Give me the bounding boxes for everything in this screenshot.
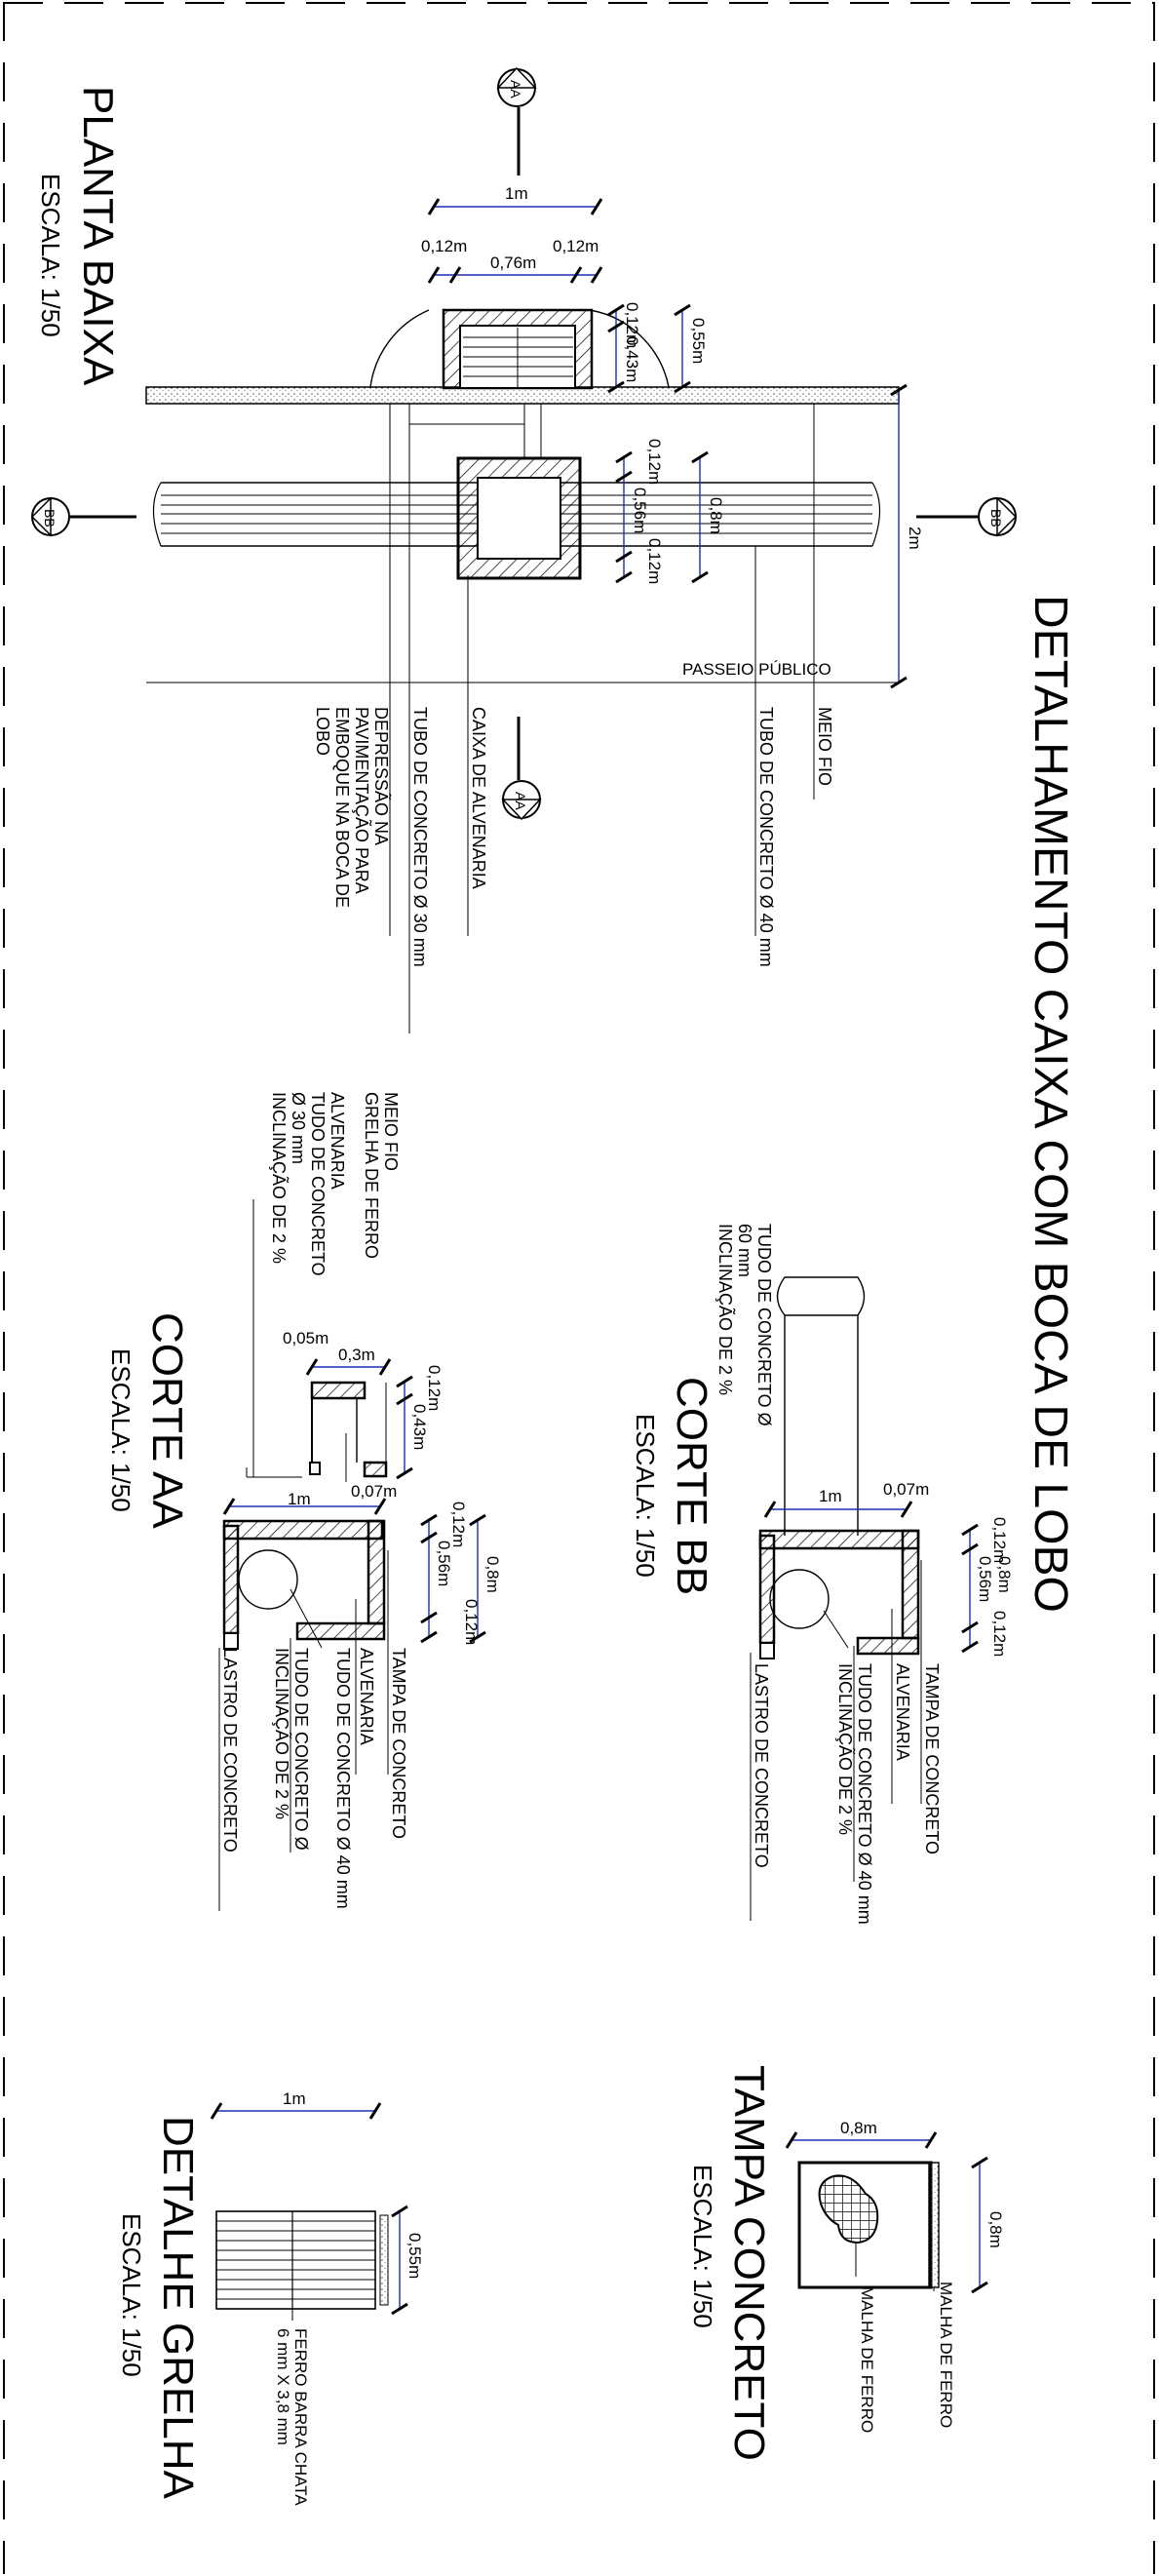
dim-h1: 0,12m: [623, 302, 641, 348]
bb-label-alvenaria: ALVENARIA: [893, 1663, 912, 1761]
grelha-dim-w: 1m: [283, 2089, 306, 2108]
tampa-scale: ESCALA: 1/50: [688, 2165, 717, 2328]
planta-baixa: PLANTA BAIXA ESCALA: 1/50: [30, 66, 1018, 1034]
label-passeio: PASSEIO PÚBLICO: [682, 660, 831, 679]
marker-aa-label-2: AA: [513, 792, 528, 810]
aa-left-5: Ø 30 mm: [289, 1092, 308, 1164]
bb-dim-d1: 0,07m: [883, 1480, 929, 1499]
corte-bb-title: CORTE BB: [668, 1377, 715, 1595]
aa-dim-g8: 0,56m: [435, 1541, 453, 1586]
detalhe-grelha: DETALHE GRELHA ESCALA: 1/50 1m 0,55m FER…: [117, 2089, 424, 2506]
grelha-dim-h: 0,55m: [406, 2233, 424, 2279]
aa-dim-g2: 0,43m: [410, 1404, 429, 1450]
dim-v4: 0,8m: [707, 497, 725, 534]
bb-label-tudo1: TUDO DE CONCRETO Ø 40 mm: [855, 1663, 874, 1925]
sheet-border: [3, 2, 1155, 2574]
bb-label-lastro: LASTRO DE CONCRETO: [752, 1663, 771, 1868]
aa-left-2: GRELHA DE FERRO: [362, 1092, 381, 1259]
tampa-dim-w: 0,8m: [840, 2119, 877, 2137]
aa-label-tudo-a: TUDO DE CONCRETO Ø: [291, 1648, 311, 1851]
corte-bb-scale: ESCALA: 1/50: [631, 1414, 660, 1578]
bb-label-tampa: TAMPA DE CONCRETO: [922, 1663, 942, 1854]
section-marker-bb-right: BB: [916, 496, 1018, 537]
aa-dim-g9: 0,12m: [462, 1599, 481, 1645]
label-depressao-2: PAVIMENTAÇÃO PARA: [352, 707, 372, 894]
aa-label-tudo40: TUDO DE CONCRETO Ø 40 mm: [333, 1648, 353, 1909]
label-tubo30: TUBO DE CONCRETO Ø 30 mm: [410, 707, 430, 967]
aa-left-4: TUDO DE CONCRETO: [308, 1092, 328, 1276]
tampa-concreto: TAMPA CONCRETO ESCALA: 1/50 0,8m 0,8m MA…: [688, 2065, 1005, 2461]
aa-dim-g7: 0,12m: [449, 1502, 468, 1547]
planta-leaders: [146, 404, 897, 1034]
dim-h3: 0,55m: [689, 318, 708, 364]
label-depressao-1: DEPRESSÃO NA: [371, 707, 392, 845]
label-depressao-3: EMBOQUE NA BOCA DE: [332, 707, 352, 908]
main-title: DETALHAMENTO CAIXA COM BOCA DE LOBO: [1024, 595, 1076, 1613]
aa-dim-g6: 1m: [288, 1490, 311, 1508]
aa-dim-g10: 0,8m: [483, 1556, 502, 1593]
dim-w4: 0,12m: [553, 237, 599, 255]
grelha-label-1: FERRO BARRA CHATA: [291, 2328, 310, 2506]
section-marker-aa-top: AA: [496, 66, 537, 176]
label-caixa: CAIXA DE ALVENARIA: [469, 707, 488, 889]
dim-h2: 0,43m: [623, 336, 641, 382]
dim-v3: 0,12m: [645, 538, 664, 584]
tampa-label-malha1: MALHA DE FERRO: [937, 2282, 955, 2428]
planta-dimensions: 1m 0,12m 0,76m 0,12m 0,12m 0,43m 0,55m 0…: [421, 184, 924, 689]
aa-dim-g3: 0,3m: [338, 1346, 375, 1364]
dim-v5: 2m: [906, 527, 924, 550]
aa-dim-g4: 0,05m: [283, 1329, 328, 1347]
bb-label-tudo2: INCLINAÇÃO DE 2 %: [835, 1663, 856, 1835]
aa-label-alvenaria: ALVENARIA: [357, 1648, 376, 1745]
marker-bb-label-2: BB: [988, 509, 1004, 527]
corte-aa-title: CORTE AA: [143, 1312, 191, 1529]
aa-label-tudo-b: INCLINAÇÃO DE 2 %: [272, 1648, 292, 1819]
tampa-label-malha2: MALHA DE FERRO: [858, 2286, 876, 2433]
aa-left-1: MEIO FIO: [381, 1092, 401, 1171]
aa-left-3: ALVENARIA: [328, 1092, 347, 1190]
curb-strip: [145, 386, 900, 405]
marker-aa-label: AA: [508, 80, 523, 98]
planta-title: PLANTA BAIXA: [74, 86, 122, 386]
corte-bb: CORTE BB ESCALA: 1/50 TUDO DE CONCRETO Ø…: [631, 1224, 1014, 1925]
aa-left-6: INCLINAÇÃO DE 2 %: [269, 1092, 290, 1264]
grelha-scale: ESCALA: 1/50: [117, 2213, 146, 2377]
grelha-bars: [216, 2211, 375, 2309]
section-marker-bb-left: BB: [30, 496, 136, 537]
corte-aa: CORTE AA ESCALA: 1/50 MEIO FIO GRELHA DE…: [106, 1092, 502, 1911]
corte-aa-scale: ESCALA: 1/50: [106, 1348, 135, 1512]
bb-tube-1: TUDO DE CONCRETO Ø: [754, 1224, 774, 1426]
masonry-box: [456, 456, 582, 580]
label-tubo40: TUBO DE CONCRETO Ø 40 mm: [756, 707, 776, 967]
grelha-title: DETALHE GRELHA: [154, 2116, 202, 2499]
bb-dim-d2: 1m: [819, 1487, 842, 1505]
planta-scale: ESCALA: 1/50: [36, 174, 65, 337]
grelha-label-2: 6 mm X 3,8 mm: [274, 2328, 292, 2445]
bb-dim-d6: 0,8m: [995, 1556, 1014, 1593]
tampa-title: TAMPA CONCRETO: [725, 2065, 773, 2461]
aa-dim-g1: 0,12m: [425, 1365, 444, 1411]
inlet-grate: [369, 308, 670, 390]
label-meio-fio: MEIO FIO: [815, 707, 834, 786]
tampa-dim-h: 0,8m: [986, 2211, 1005, 2248]
label-depressao-4: LOBO: [313, 707, 332, 756]
bb-tube-3: INCLINAÇÃO DE 2 %: [715, 1224, 736, 1395]
aa-dim-g5: 0,07m: [351, 1482, 397, 1501]
bb-tube-2: 60 mm: [735, 1224, 754, 1277]
dim-w2: 0,12m: [421, 237, 467, 255]
bb-dim-d5: 0,12m: [990, 1611, 1009, 1657]
tampa-mesh: [818, 2174, 879, 2244]
section-marker-aa-bottom: AA: [501, 717, 542, 821]
aa-label-tampa: TAMPA DE CONCRETO: [389, 1648, 408, 1839]
dim-w1: 1m: [505, 184, 528, 203]
dim-v1: 0,12m: [645, 439, 664, 485]
bb-dim-d4: 0,56m: [976, 1556, 994, 1602]
bb-dim-d3: 0,12m: [990, 1517, 1009, 1563]
aa-label-lastro: LASTRO DE CONCRETO: [220, 1648, 240, 1853]
dim-v2: 0,56m: [631, 488, 649, 533]
dim-w3: 0,76m: [490, 254, 536, 272]
marker-bb-label: BB: [42, 509, 58, 527]
